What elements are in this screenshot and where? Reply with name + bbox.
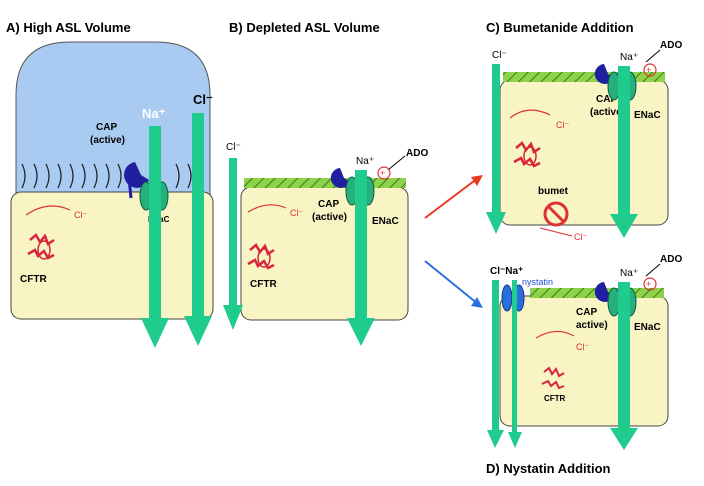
cap-label: CAP: [96, 122, 117, 133]
cl-out-label: Cl⁻: [574, 232, 587, 242]
cl-small-label: Cl⁻: [74, 210, 87, 220]
cap-label: CAP: [596, 94, 617, 105]
arrow-to-d-head: [471, 297, 483, 308]
arrow-to-d: [424, 260, 479, 305]
panel-b: B) Depleted ASL Volume Cl⁻ CFTR Cl⁻ CAP …: [223, 20, 428, 346]
cl-small-label: Cl⁻: [290, 208, 303, 218]
cap-label: CAP: [318, 199, 339, 210]
prohibited-icon: [543, 201, 569, 227]
na-label: Na⁺: [356, 156, 374, 167]
arrow-to-c: [424, 177, 479, 219]
cap-icon: [330, 168, 350, 188]
plus-icon: [643, 277, 657, 291]
panel-d: nystatin Cl⁻ CFTR Cl⁻Na⁺ CAP active) ENa…: [486, 254, 682, 476]
nystatin-label: nystatin: [522, 277, 553, 287]
cl-curve-arrow: [25, 205, 71, 216]
cl-label: Cl⁻: [492, 50, 507, 61]
panel-c: C) Bumetanide Addition Cl⁻ bumet Cl⁻ Cl⁻…: [486, 20, 682, 242]
cftr-icon: [513, 141, 541, 168]
cftr-icon: [247, 243, 275, 270]
panel-a-title: A) High ASL Volume: [6, 20, 131, 35]
asl-fluid-high: [15, 41, 211, 196]
cilia-a: [21, 163, 204, 189]
cl-arrowhead: [184, 316, 212, 346]
epithelial-cell-a: [10, 191, 214, 320]
cl-flux-arrow: [192, 113, 204, 320]
cftr-label: CFTR: [544, 394, 566, 403]
na-flux-arrow: [355, 170, 367, 322]
cap-label: CAP: [576, 307, 597, 318]
na-arrowhead: [610, 428, 638, 450]
plus-sign: +: [646, 65, 651, 75]
arrow-to-c-head: [471, 175, 483, 186]
na-flux-arrow: [149, 126, 161, 322]
plus-icon: [643, 63, 657, 77]
cl-curve-arrow: [535, 330, 575, 339]
ado-label: ADO: [406, 148, 428, 159]
cl-small-label: Cl⁻: [576, 342, 589, 352]
ado-label: ADO: [660, 254, 682, 265]
enac-label: ENaC: [372, 216, 399, 227]
cap-state-label: (active): [312, 212, 347, 223]
bumet-label: bumet: [538, 186, 569, 197]
plus-sign: +: [646, 279, 651, 289]
cl-arrowhead: [487, 430, 504, 448]
ado-label: ADO: [660, 40, 682, 51]
na-nystatin-arrowhead: [508, 432, 522, 448]
depleted-asl-layer: [503, 72, 665, 82]
depleted-asl-layer: [244, 178, 406, 188]
enac-label: ENaC: [634, 110, 661, 121]
cftr-label: CFTR: [20, 274, 47, 285]
cl-flux-arrow: [229, 158, 237, 308]
cl-flux-arrow: [492, 280, 499, 432]
na-label: Na⁺: [620, 268, 638, 279]
cap-state-label: active): [576, 320, 608, 331]
na-arrowhead: [141, 318, 169, 348]
cl-label: Cl⁻: [226, 142, 241, 153]
cl-label: Cl⁻: [193, 92, 213, 107]
cl-arrowhead: [223, 305, 243, 330]
na-arrowhead: [610, 214, 638, 238]
nystatin-pore-icon: [501, 284, 513, 312]
cl-flux-arrow: [492, 64, 500, 214]
cl-curve-arrow: [509, 109, 551, 119]
panel-b-title: B) Depleted ASL Volume: [229, 20, 380, 35]
panel-a: A) High ASL Volume CFTR Cl⁻ CAP (active)…: [6, 20, 214, 348]
enac-label: ENaC: [634, 322, 661, 333]
panel-d-title: D) Nystatin Addition: [486, 461, 611, 476]
plus-sign: +: [380, 168, 385, 178]
na-flux-arrow: [618, 66, 630, 218]
cftr-icon: [541, 366, 565, 390]
cap-state-label: (active): [90, 135, 125, 146]
cl-na-label: Cl⁻Na⁺: [490, 266, 523, 277]
plus-icon: [377, 166, 391, 180]
na-nystatin-flux-arrow: [512, 280, 517, 434]
cl-curve-arrow: [247, 204, 287, 213]
cap-state-label: (active): [590, 107, 625, 118]
cl-small-label: Cl⁻: [556, 120, 569, 130]
cftr-icon: [27, 233, 55, 260]
na-flux-arrow: [618, 282, 630, 432]
cl-arrowhead: [486, 212, 506, 234]
panel-c-title: C) Bumetanide Addition: [486, 20, 634, 35]
na-arrowhead: [347, 318, 375, 346]
cftr-label: CFTR: [250, 279, 277, 290]
na-label: Na⁺: [620, 52, 638, 63]
na-label: Na⁺: [142, 106, 166, 121]
